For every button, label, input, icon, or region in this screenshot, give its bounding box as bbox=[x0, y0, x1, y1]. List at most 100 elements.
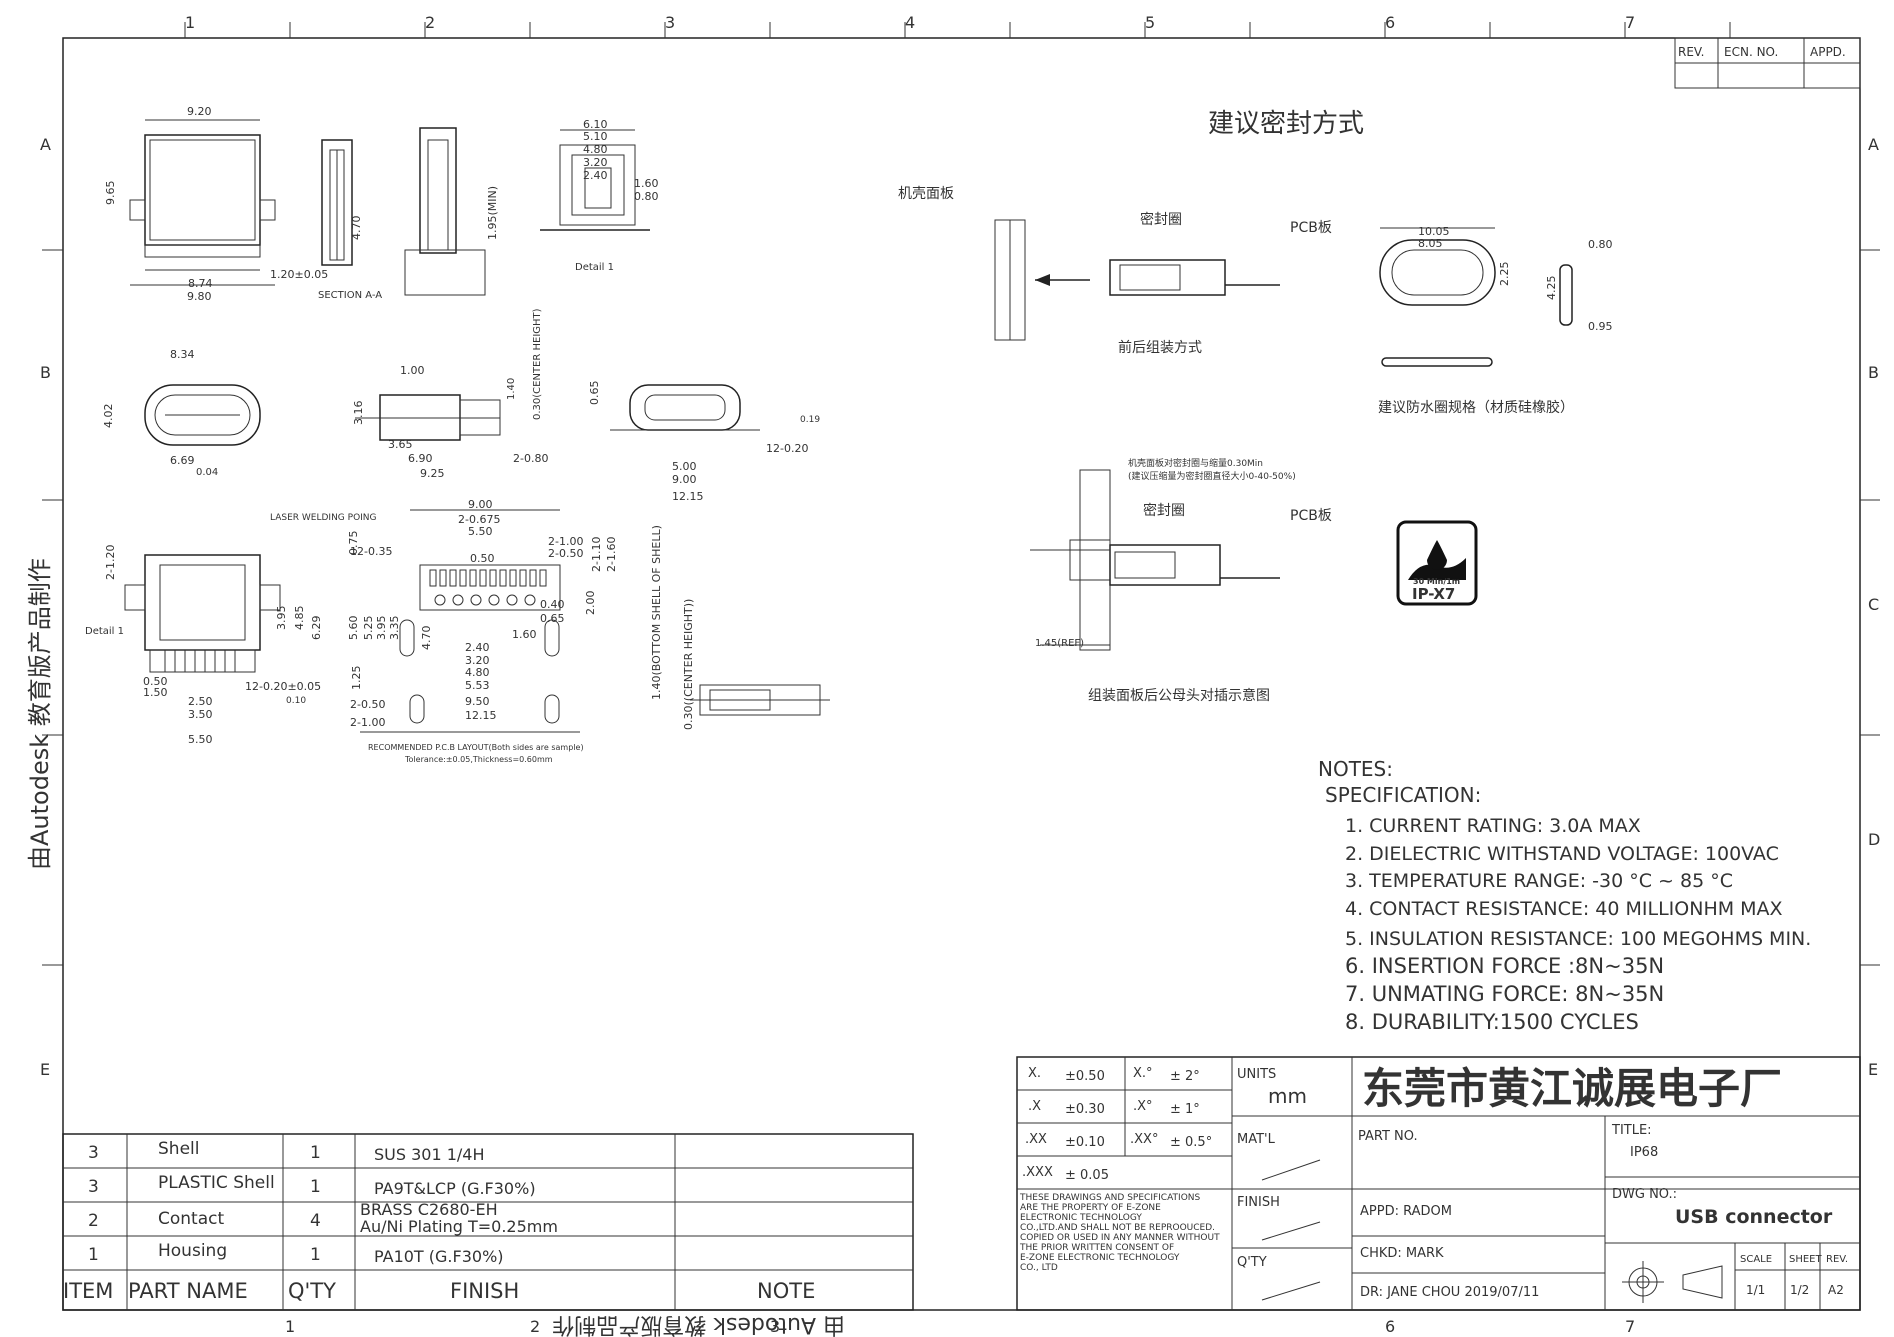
bom-part: PLASTIC Shell bbox=[158, 1173, 275, 1193]
bom-item: 3 bbox=[88, 1143, 99, 1163]
spec-item: 4. CONTACT RESISTANCE: 40 MILLIONHM MAX bbox=[1345, 898, 1783, 920]
section-a-a-view: 1.20±0.05 SECTION A-A 4.70 1.95(MIN) bbox=[270, 127, 499, 301]
scale-label: SCALE bbox=[1740, 1254, 1772, 1265]
compress-note: 机壳面板对密封圈与缩量0.30Min bbox=[1128, 457, 1263, 469]
rev-header: REV. bbox=[1678, 45, 1704, 59]
dim-label: 4.85 bbox=[293, 606, 306, 631]
spec-item: 2. DIELECTRIC WITHSTAND VOLTAGE: 100VAC bbox=[1345, 843, 1779, 865]
title-value: IP68 bbox=[1630, 1145, 1658, 1160]
tol-value: ± 2° bbox=[1170, 1069, 1200, 1084]
disclaimer-line: CO., LTD bbox=[1020, 1263, 1058, 1273]
pcb-layout-view: 9.00 2-0.675 5.50 0.50 12-0.35 2-1.00 2-… bbox=[347, 498, 618, 764]
bom-finish-2: Au/Ni Plating T=0.25mm bbox=[360, 1217, 558, 1236]
tol-key: .XXX bbox=[1022, 1165, 1053, 1180]
tolerance-label: Tolerance:±0.05,Thickness=0.60mm bbox=[404, 755, 553, 764]
seal-dim: 4.25 bbox=[1545, 276, 1558, 301]
dim-label: 12-0.20 bbox=[766, 442, 808, 455]
seal-spec-caption: 建议防水圈规格（材质硅橡胶） bbox=[1378, 399, 1574, 416]
detail-1-top-view: 6.10 5.10 4.80 3.20 2.40 1.60 0.80 Detai… bbox=[540, 118, 659, 273]
col-label: 2 bbox=[530, 1317, 540, 1336]
ip-rating-icon: 30 Min/1m IP-X7 bbox=[1396, 520, 1478, 606]
dim-label: 6.90 bbox=[408, 452, 433, 465]
dim-label: 2-1.00 bbox=[548, 535, 583, 548]
dim-label: 3.95 bbox=[375, 616, 388, 641]
title-label: TITLE: bbox=[1611, 1123, 1652, 1138]
disclaimer-line: THE PRIOR WRITTEN CONSENT OF bbox=[1019, 1243, 1174, 1253]
bom-finish: PA10T (G.F30%) bbox=[374, 1247, 504, 1266]
spec-item: 6. INSERTION FORCE :8N~35N bbox=[1345, 954, 1664, 978]
col-label: 6 bbox=[1385, 13, 1395, 32]
mated-caption: 组装面板后公母头对插示意图 bbox=[1088, 687, 1270, 704]
dim-label: 0.50 bbox=[143, 675, 168, 688]
row-labels: A B E A B C D E bbox=[40, 135, 1880, 1079]
bom-qty: 1 bbox=[310, 1245, 321, 1265]
bom-finish: PA9T&LCP (G.F30%) bbox=[374, 1179, 536, 1198]
bom-header-part: PART NAME bbox=[128, 1279, 248, 1303]
dim-label: 0.04 bbox=[196, 467, 218, 478]
ip-depth-text: 30 Min/1m bbox=[1413, 577, 1460, 586]
row-label: D bbox=[1868, 830, 1880, 849]
dim-label: 8.34 bbox=[170, 348, 195, 361]
tol-key: .XX bbox=[1025, 1132, 1047, 1147]
bom-finish: SUS 301 1/4H bbox=[374, 1145, 485, 1164]
dim-label: 5.60 bbox=[347, 616, 360, 641]
appd-header: APPD. bbox=[1810, 45, 1846, 59]
tol-value: ±0.10 bbox=[1065, 1135, 1105, 1150]
disclaimer-line: COPIED OR USED IN ANY MANNER WITHOUT bbox=[1020, 1233, 1220, 1243]
dim-label: 2.50 bbox=[188, 695, 213, 708]
dim-label: 4.02 bbox=[102, 404, 115, 429]
bom-item: 1 bbox=[88, 1245, 99, 1265]
tol-key: .XX° bbox=[1130, 1132, 1158, 1147]
dim-label: 4.80 bbox=[465, 666, 490, 679]
column-labels: 1 2 3 4 5 6 7 1 2 3 6 7 bbox=[185, 13, 1635, 1336]
seal-dim: 2.25 bbox=[1498, 262, 1511, 287]
part-no-label: PART NO. bbox=[1358, 1129, 1418, 1144]
row-label: B bbox=[1868, 363, 1879, 382]
col-label: 5 bbox=[1145, 13, 1155, 32]
dim-label: 0.50 bbox=[470, 552, 495, 565]
dim-label: 1.25 bbox=[350, 666, 363, 691]
dim-label: 5.00 bbox=[672, 460, 697, 473]
dim-label: 5.25 bbox=[362, 616, 375, 641]
col-label: 2 bbox=[425, 13, 435, 32]
dim-label: 9.65 bbox=[104, 181, 117, 206]
dim-label: 1.60 bbox=[634, 177, 659, 190]
bom-item: 3 bbox=[88, 1177, 99, 1197]
pcb-layout-label: RECOMMENDED P.C.B LAYOUT(Both sides are … bbox=[368, 743, 584, 752]
sheet-label: SHEET bbox=[1789, 1254, 1823, 1265]
dim-label: 2.00 bbox=[584, 591, 597, 616]
dim-label: 1.40 bbox=[506, 378, 517, 400]
dr-field: DR: JANE CHOU 2019/07/11 bbox=[1360, 1285, 1539, 1300]
dim-label: 8.74 bbox=[188, 277, 213, 290]
tol-value: ±0.50 bbox=[1065, 1069, 1105, 1084]
dim-label: 9.20 bbox=[187, 105, 212, 118]
spec-item: 1. CURRENT RATING: 3.0A MAX bbox=[1345, 815, 1641, 837]
dim-label: 4.70 bbox=[350, 216, 363, 241]
dim-label: 2-1.10 bbox=[590, 537, 603, 572]
detail-label: Detail 1 bbox=[575, 262, 614, 273]
dim-label: 1.95(MIN) bbox=[486, 186, 499, 240]
notes-heading: NOTES: bbox=[1318, 757, 1393, 781]
dim-label: 1.50 bbox=[143, 686, 168, 699]
seal-ring-label: 密封圈 bbox=[1143, 502, 1185, 519]
dim-label: 4.70 bbox=[420, 626, 433, 651]
projection-symbol-icon bbox=[1622, 1261, 1723, 1303]
seal-section: 建议密封方式 机壳面板 密封圈 PCB板 前后组装方式 10.05 8.05 2… bbox=[898, 109, 1613, 704]
dim-label: 9.50 bbox=[465, 695, 490, 708]
dim-label: 0.10 bbox=[286, 696, 306, 706]
units-label: UNITS bbox=[1237, 1067, 1276, 1082]
bom-header-qty: Q'TY bbox=[288, 1279, 336, 1303]
tol-key: X.° bbox=[1133, 1066, 1153, 1081]
dim-label: 4.80 bbox=[583, 143, 608, 156]
dim-label: 2.40 bbox=[583, 169, 608, 182]
col-label: 3 bbox=[665, 13, 675, 32]
dim-label: 1.60 bbox=[512, 628, 537, 641]
bom-header-finish: FINISH bbox=[450, 1279, 519, 1303]
disclaimer-line: E-ZONE ELECTRONIC TECHNOLOGY bbox=[1020, 1253, 1180, 1263]
dim-label: 2.40 bbox=[465, 641, 490, 654]
spec-item: 3. TEMPERATURE RANGE: -30 °C ~ 85 °C bbox=[1345, 870, 1733, 892]
dim-label: 2-0.675 bbox=[458, 513, 500, 526]
weld-label: LASER WELDING POING bbox=[270, 513, 377, 523]
dim-label: 3.20 bbox=[583, 156, 608, 169]
drawing-frame bbox=[42, 22, 1880, 1311]
